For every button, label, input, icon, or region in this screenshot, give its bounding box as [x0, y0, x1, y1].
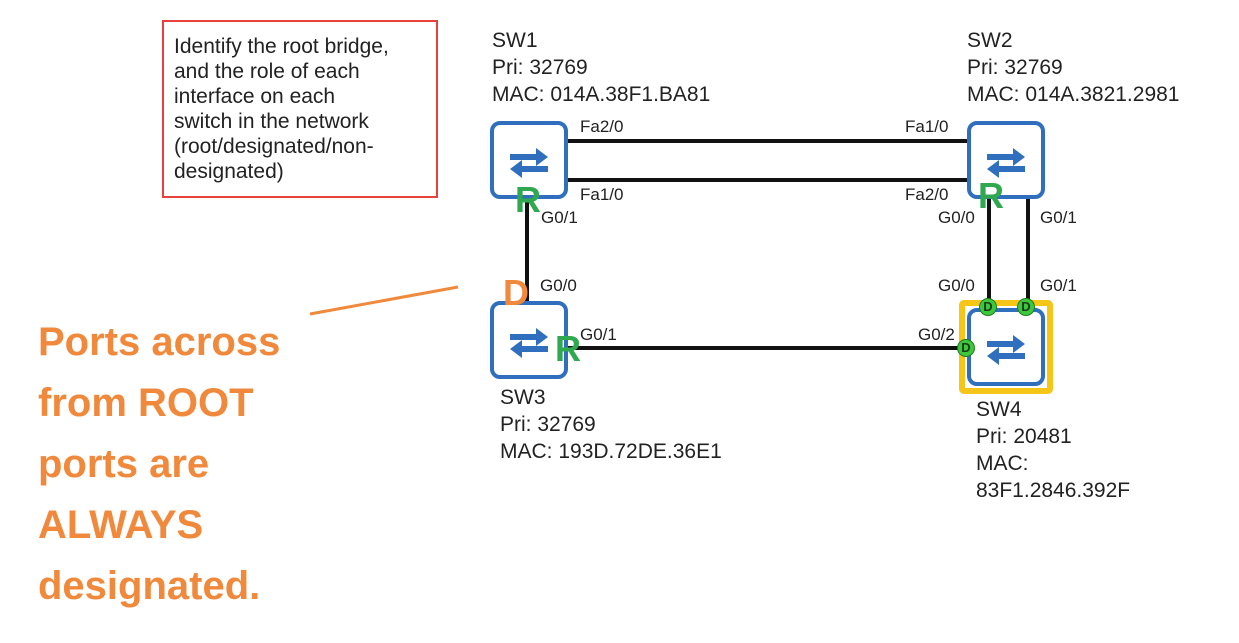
callout-note: Ports across from ROOT ports are ALWAYS …: [38, 312, 338, 617]
sw3-name: SW3: [500, 386, 546, 409]
root-port-marker-sw3: R: [555, 328, 581, 369]
callout-line: designated.: [38, 564, 261, 608]
task-line: (root/designated/non-: [174, 135, 374, 158]
root-port-marker-sw2: R: [978, 175, 1004, 216]
root-port-marker-sw1: R: [515, 179, 541, 220]
port-label-sw2-fa10: Fa1/0: [905, 117, 949, 136]
task-line: switch in the network: [174, 110, 369, 133]
task-line: Identify the root bridge,: [174, 35, 389, 58]
sw2-name: SW2: [967, 29, 1013, 52]
port-label-sw1-fa20: Fa2/0: [580, 117, 624, 136]
designated-port-dot-sw4-g00: D: [979, 298, 997, 316]
task-line: interface on each: [174, 85, 336, 108]
sw3-priority: Pri: 32769: [500, 413, 596, 436]
task-line: and the role of each: [174, 60, 360, 83]
switch-icon[interactable]: [490, 121, 568, 199]
callout-line: ALWAYS: [38, 503, 204, 547]
sw2-priority: Pri: 32769: [967, 56, 1063, 79]
designated-port-dot-sw4-g02: D: [957, 339, 975, 357]
sw1-name: SW1: [492, 29, 538, 52]
callout-pointer-line: [309, 285, 459, 316]
port-label-sw4-g02: G0/2: [918, 325, 955, 344]
sw1-mac: MAC: 014A.38F1.BA81: [492, 83, 711, 106]
switch-icon[interactable]: [967, 308, 1045, 386]
task-instructions-box: Identify the root bridge, and the role o…: [162, 20, 438, 198]
designated-port-dot-sw4-g01: D: [1017, 298, 1035, 316]
port-label-sw1-g01: G0/1: [541, 208, 578, 227]
sw3-mac: MAC: 193D.72DE.36E1: [500, 440, 722, 463]
sw4-mac-label: MAC:: [976, 452, 1029, 475]
callout-line: ports are: [38, 442, 210, 486]
callout-line: Ports across: [38, 320, 281, 364]
callout-line: from ROOT: [38, 381, 254, 425]
switch-icon[interactable]: [490, 301, 568, 379]
port-label-sw2-fa20: Fa2/0: [905, 185, 949, 204]
sw1-priority: Pri: 32769: [492, 56, 588, 79]
sw4-priority: Pri: 20481: [976, 425, 1072, 448]
sw2-mac: MAC: 014A.3821.2981: [967, 83, 1180, 106]
port-label-sw1-fa10: Fa1/0: [580, 185, 624, 204]
sw4-name: SW4: [976, 398, 1022, 421]
port-label-sw4-g00: G0/0: [938, 276, 975, 295]
port-label-sw2-g00: G0/0: [938, 208, 975, 227]
task-line: designated): [174, 160, 284, 183]
sw4-mac-value: 83F1.2846.392F: [976, 479, 1131, 502]
designated-port-marker-sw3: D: [503, 272, 529, 313]
port-label-sw4-g01: G0/1: [1040, 276, 1077, 295]
switch-icon[interactable]: [967, 121, 1045, 199]
port-label-sw2-g01: G0/1: [1040, 208, 1077, 227]
port-label-sw3-g00: G0/0: [540, 276, 577, 295]
port-label-sw3-g01: G0/1: [580, 325, 617, 344]
